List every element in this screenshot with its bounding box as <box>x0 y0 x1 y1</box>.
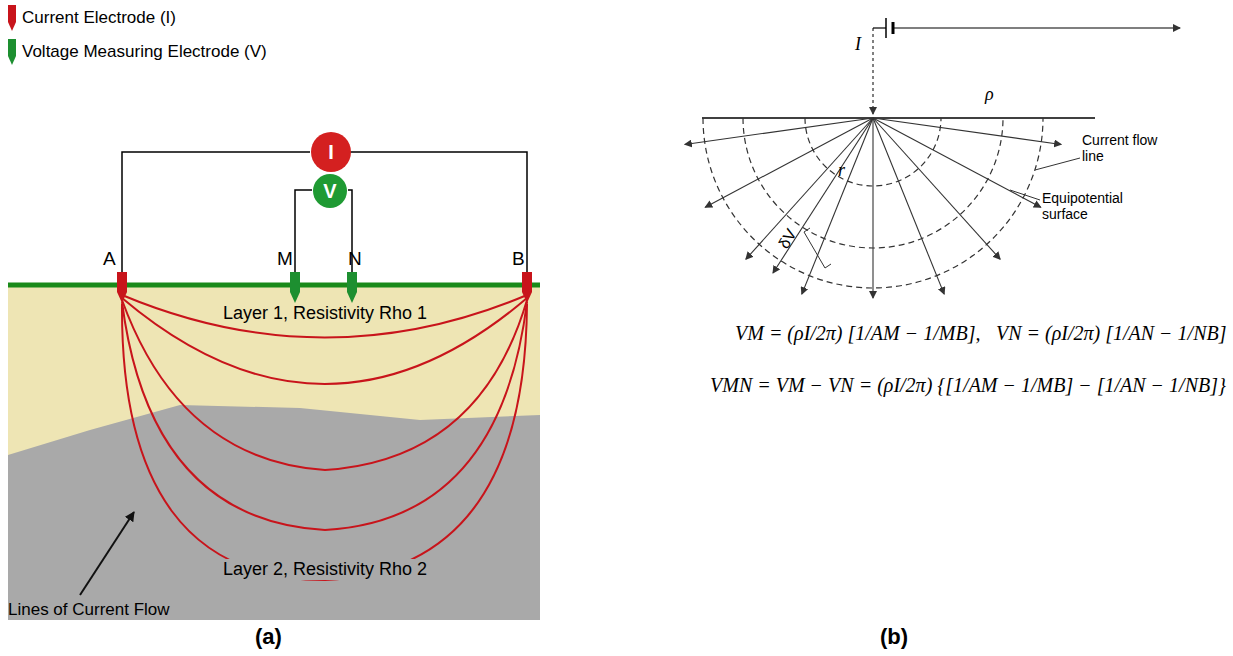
radius-symbol: r <box>838 160 845 181</box>
leader-line <box>1035 158 1080 170</box>
current-flow-line <box>873 118 1041 207</box>
meter-circle: V <box>312 173 348 209</box>
panel-label: (b) <box>880 624 908 650</box>
electrodes <box>117 272 532 303</box>
wire <box>350 152 527 272</box>
meter-label: V <box>312 173 348 209</box>
pointer-label: Lines of Current Flow <box>8 600 170 620</box>
legend-row: Voltage Measuring Electrode (V) <box>6 38 267 66</box>
bracket <box>804 228 831 268</box>
wire <box>122 152 310 272</box>
battery-symbol <box>885 18 887 38</box>
radius-line <box>773 118 873 273</box>
current-input <box>873 28 874 114</box>
current-flow-line <box>685 118 873 144</box>
electrode-label: N <box>348 248 362 270</box>
current-symbol: I <box>855 34 861 55</box>
current-flow-line <box>873 118 1061 144</box>
callout-label: Equipotential surface <box>1042 190 1142 222</box>
current-flow-line <box>873 118 944 294</box>
ground-surface <box>8 283 540 288</box>
panel-label: (a) <box>255 624 282 650</box>
equation: VN = (ρI/2π) [1/AN − 1/NB] <box>996 322 1227 345</box>
leader-arrow <box>80 512 134 595</box>
legend-text: Voltage Measuring Electrode (V) <box>22 42 267 62</box>
wire <box>893 27 1180 28</box>
layer-2 <box>8 405 540 620</box>
leader-line <box>1010 190 1040 200</box>
legend-swatch <box>6 38 18 66</box>
ground-surface <box>702 117 1095 119</box>
potential-difference: δV <box>775 226 800 252</box>
current-flow-lines <box>685 118 1061 298</box>
legend-text: Current Electrode (I) <box>22 8 176 28</box>
electrode-label: M <box>277 248 293 270</box>
callout-label: Current flow line <box>1082 132 1172 164</box>
current-flow-line <box>705 118 873 207</box>
meter-label: I <box>310 131 352 173</box>
current-flow-line <box>872 118 873 298</box>
legend-row: Current Electrode (I) <box>6 4 176 32</box>
meter-circle: I <box>310 131 352 173</box>
electrode-label: A <box>103 248 116 270</box>
current-flow-line <box>873 118 1000 259</box>
wire <box>295 190 312 272</box>
layer-label: Layer 2, Resistivity Rho 2 <box>220 559 430 580</box>
equation: VM = (ρI/2π) [1/AM − 1/MB], <box>735 322 980 345</box>
layer-label: Layer 1, Resistivity Rho 1 <box>220 303 430 324</box>
wire <box>873 27 886 28</box>
electrode-label: B <box>512 248 525 270</box>
legend-swatch <box>6 4 18 32</box>
layer-1 <box>8 286 540 620</box>
current-lines <box>122 295 527 580</box>
resistivity-symbol: ρ <box>985 84 994 105</box>
current-flow-line <box>746 118 873 259</box>
equation: VMN = VM − VN = (ρI/2π) {[1/AM − 1/MB] −… <box>710 374 1226 397</box>
current-flow-line <box>802 118 873 294</box>
